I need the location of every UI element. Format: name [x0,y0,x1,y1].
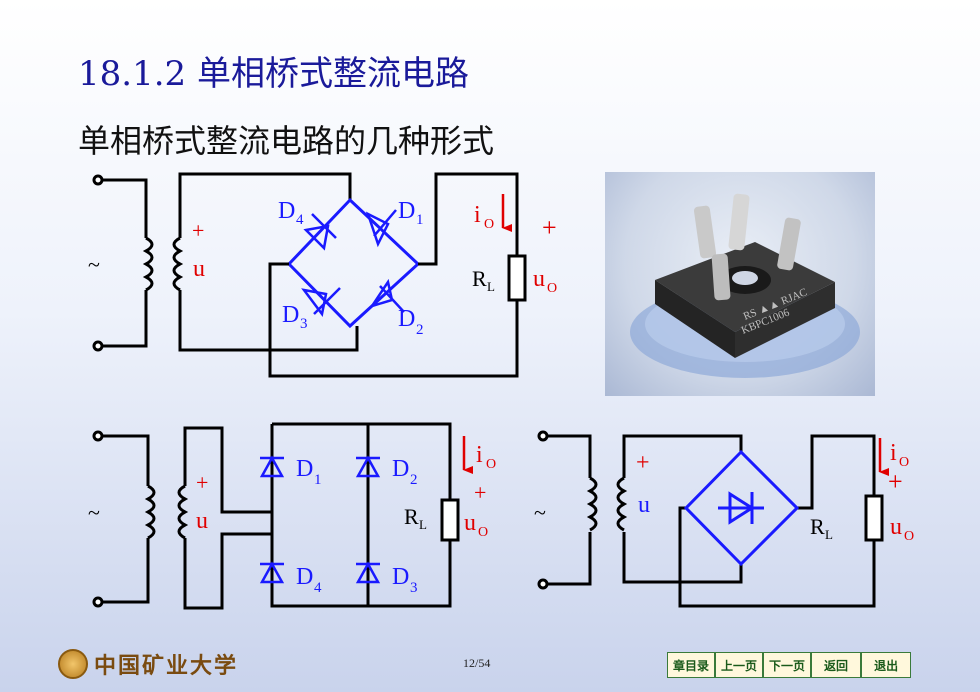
circuit-2-labels: ~ + u D 1 D 2 D 4 D 3 i O + R L u O [88,436,496,596]
page-number: 12/54 [463,656,491,670]
primary-coil-1 [142,236,154,292]
prev-page-button[interactable]: 上一页 [715,652,764,678]
svg-text:D: D [392,456,409,482]
bridge-rectifier-photo: RS ▲▲ RJAC KBPC1006 [605,172,875,396]
svg-text:u: u [196,508,208,534]
bridge-rhombus-1 [286,197,421,329]
page-title: 18.1.2 单相桥式整流电路 [78,54,469,94]
primary-coil-3 [586,476,598,532]
input-terminal-bottom [92,340,104,352]
svg-text:u: u [464,510,476,536]
svg-text:D: D [392,564,409,590]
svg-text:i: i [890,440,897,466]
diode-d3-symbol [301,287,341,317]
input-terminal-top [92,174,104,186]
io-label: i [474,202,481,228]
diode-d1-symbol [365,209,397,248]
svg-text:+: + [474,480,486,505]
load-resistor-3 [864,494,884,542]
bridge-circuit-2 [92,422,460,610]
svg-text:R: R [810,514,825,539]
svg-text:L: L [825,527,833,542]
load-resistor-2 [440,498,460,542]
svg-text:~: ~ [534,500,546,525]
svg-text:2: 2 [410,472,418,488]
svg-text:O: O [899,455,909,470]
circuit-3-labels: ~ + u i O + R L u O [534,438,914,544]
diode-d4-symbol [303,213,337,251]
svg-text:1: 1 [314,472,322,488]
d4-sub: 4 [296,212,304,228]
diode-d2-symbol [369,278,405,313]
svg-text:O: O [478,525,488,540]
rl-sub: L [487,279,495,294]
plus-sign: + [192,218,204,243]
university-logo: 中国矿业大学 [58,648,238,680]
load-resistor-1 [507,254,527,302]
svg-text:+: + [636,450,650,476]
diode-d2-2 [355,455,381,478]
svg-text:O: O [904,529,914,544]
svg-text:~: ~ [88,500,100,525]
uo-sub: O [547,281,557,296]
svg-text:u: u [638,492,650,518]
rl-label: R [472,266,487,291]
diode-d4-2 [259,561,285,584]
bridge-block-symbol [683,449,800,567]
svg-text:i: i [476,442,483,468]
diode-d3-2 [355,561,381,584]
svg-text:D: D [296,456,313,482]
page-subtitle: 单相桥式整流电路的几种形式 [78,122,495,160]
svg-text:L: L [419,517,427,532]
d2-sub: 2 [416,322,424,338]
svg-text:3: 3 [410,580,418,596]
svg-text:+: + [888,467,903,496]
bridge-circuit-1 [92,172,527,378]
exit-button[interactable]: 退出 [861,652,912,678]
input-voltage-label: u [193,256,205,282]
d3-sub: 3 [300,316,308,332]
d2-label: D [398,306,415,332]
svg-text:O: O [486,457,496,472]
bridge-circuit-3 [537,430,884,608]
university-name: 中国矿业大学 [94,653,239,679]
circuit-1-labels: ~ + u D 4 D 1 D 3 D 2 i O + R L u O [88,194,557,338]
next-page-button[interactable]: 下一页 [763,652,812,678]
diode-d1-2 [259,455,285,478]
uo-label: u [533,266,545,292]
navigation-bar: 章目录 上一页 下一页 返回 退出 [667,652,912,678]
d1-label: D [398,198,415,224]
d4-label: D [278,198,295,224]
plus-sign: + [542,213,557,242]
ac-symbol: ~ [88,252,100,277]
d1-sub: 1 [416,212,424,228]
toc-button[interactable]: 章目录 [667,652,716,678]
circuit-2-diodes [259,455,381,584]
secondary-coil-2 [177,484,189,540]
primary-coil-2 [144,484,156,540]
svg-text:D: D [296,564,313,590]
svg-text:+: + [196,470,208,495]
io-sub: O [484,217,494,232]
back-button[interactable]: 返回 [811,652,862,678]
d3-label: D [282,302,299,328]
svg-text:u: u [890,514,902,540]
svg-text:R: R [404,504,419,529]
emblem-icon [58,649,88,679]
secondary-coil-3 [616,476,628,532]
svg-text:4: 4 [314,580,322,596]
secondary-coil-1 [172,236,184,292]
